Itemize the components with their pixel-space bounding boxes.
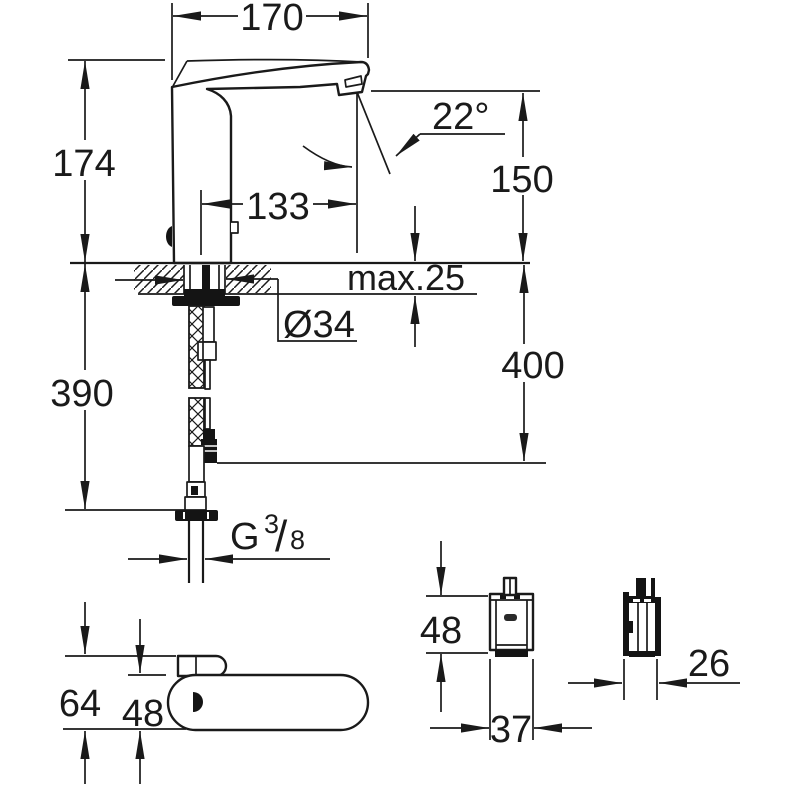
thread-label-slash: / — [275, 512, 288, 561]
dimension-top-view-total: 64 — [59, 602, 101, 784]
dim-label-37: 37 — [490, 709, 532, 751]
box-side-front-wall — [623, 592, 629, 656]
box-side-back-wall — [655, 597, 661, 656]
sensor-window-icon — [166, 226, 172, 247]
dimension-length-below-deck: 390 — [48, 264, 185, 511]
dim-label-390: 390 — [50, 373, 113, 415]
angle-annotation-22deg: 22° — [302, 91, 505, 175]
mounting-flange — [172, 296, 240, 306]
hose-collar — [184, 496, 207, 511]
angle-arc — [302, 145, 353, 171]
aerator-face — [344, 75, 363, 88]
body-top-view — [166, 673, 370, 732]
dim-label-150: 150 — [490, 159, 553, 201]
label-bg-170 — [238, 0, 306, 34]
dim-label-26: 26 — [688, 643, 730, 685]
dim-label-max25: max.25 — [347, 257, 465, 298]
dim-label-48-top-view: 48 — [122, 693, 164, 735]
ext-lines-170 — [171, 3, 369, 80]
label-bg-174 — [50, 140, 118, 180]
cable-plug-top — [203, 429, 215, 439]
top-view-ext-lines — [63, 655, 186, 730]
hose-fitting-core — [191, 486, 198, 495]
connection-pipe — [187, 521, 205, 583]
box37-ext-lines — [489, 659, 534, 740]
box-side-top-band — [629, 596, 655, 603]
box-front-base — [495, 650, 528, 657]
label-bg-133 — [243, 185, 313, 223]
box-front-clip-right — [514, 595, 520, 599]
dimension-height-above-deck: 174 — [50, 59, 165, 262]
hose-tube — [188, 445, 205, 483]
faucet-body-outline — [170, 60, 371, 265]
dimension-hose-drop: 400 — [217, 265, 567, 464]
faucet-side-view — [166, 58, 371, 265]
thread-label-g: G — [230, 516, 260, 558]
angle-ray — [356, 91, 391, 175]
dim-label-133: 133 — [246, 186, 309, 228]
faucet-top-view: 64 48 — [59, 602, 370, 784]
cable-gland-side-slot — [646, 578, 651, 596]
thread-annotation-g38: G 3 / 8 — [128, 509, 330, 564]
dimension-box-height: 48 — [420, 541, 488, 712]
label-bg-390 — [48, 370, 116, 410]
braided-hose-lower — [188, 397, 205, 447]
box48-ext-lines — [426, 595, 488, 654]
dim-label-48-box: 48 — [420, 610, 462, 652]
dim-label-170: 170 — [240, 0, 303, 39]
dimension-outlet-height: 150 — [371, 90, 556, 261]
hole-annotation-dia34: Ø34 — [115, 274, 357, 346]
box-side-latch — [629, 621, 633, 633]
thread-label-denominator: 8 — [290, 525, 305, 555]
dim-label-400: 400 — [501, 345, 564, 387]
dimension-top-view-body: 48 — [122, 619, 164, 784]
box-side-bottom-band — [629, 651, 655, 657]
dimension-projection: 133 — [200, 92, 358, 255]
box-front-outline — [488, 592, 535, 652]
lever-top-view — [176, 654, 228, 678]
dimension-box-depth: 26 — [568, 643, 740, 700]
cable-connector — [197, 341, 217, 361]
dim-label-174: 174 — [52, 143, 115, 185]
shank-core — [202, 265, 210, 294]
mounting-tab — [231, 221, 239, 234]
box-front-walls — [490, 599, 533, 650]
counter-cross-section — [70, 261, 530, 306]
sensor-cable-lower — [204, 397, 211, 430]
shank-base — [184, 289, 225, 296]
dim-label-22deg: 22° — [432, 96, 489, 138]
dim-label-64: 64 — [59, 683, 101, 725]
sensor-cable-upper — [204, 359, 211, 390]
dimension-spout-reach: 170 — [171, 0, 369, 80]
box-side-inner-lines — [637, 603, 648, 651]
thread-label-numerator: 3 — [264, 509, 279, 539]
box26-ext-lines — [623, 659, 658, 700]
counter-hatch-left — [134, 265, 184, 293]
brand-mark-icon — [504, 614, 517, 621]
supply-hose — [175, 305, 218, 583]
sensor-window-top-icon — [193, 692, 203, 712]
union-nut — [175, 510, 218, 521]
angle-leader — [395, 133, 421, 157]
box-side-top-dash1 — [633, 599, 640, 602]
box-front-clip-left — [500, 595, 506, 599]
control-box-side-view: 26 — [568, 578, 740, 700]
sensor-cable-sleeve — [202, 306, 215, 343]
faucet-top-back-edge — [172, 58, 362, 87]
label-bg-150 — [489, 157, 556, 195]
box-side-top-dash2 — [644, 599, 651, 602]
label-bg-400 — [499, 344, 567, 382]
dimension-box-width: 37 — [430, 659, 592, 751]
control-box-front-view: 48 37 — [420, 541, 592, 751]
dia34-leader — [277, 279, 357, 342]
dim-label-dia34: Ø34 — [283, 304, 355, 346]
threaded-shank — [183, 265, 226, 294]
cable-gland-side — [636, 578, 655, 596]
union-nut-flats — [183, 512, 209, 519]
dimension-deck-thickness: max.25 — [347, 206, 465, 347]
